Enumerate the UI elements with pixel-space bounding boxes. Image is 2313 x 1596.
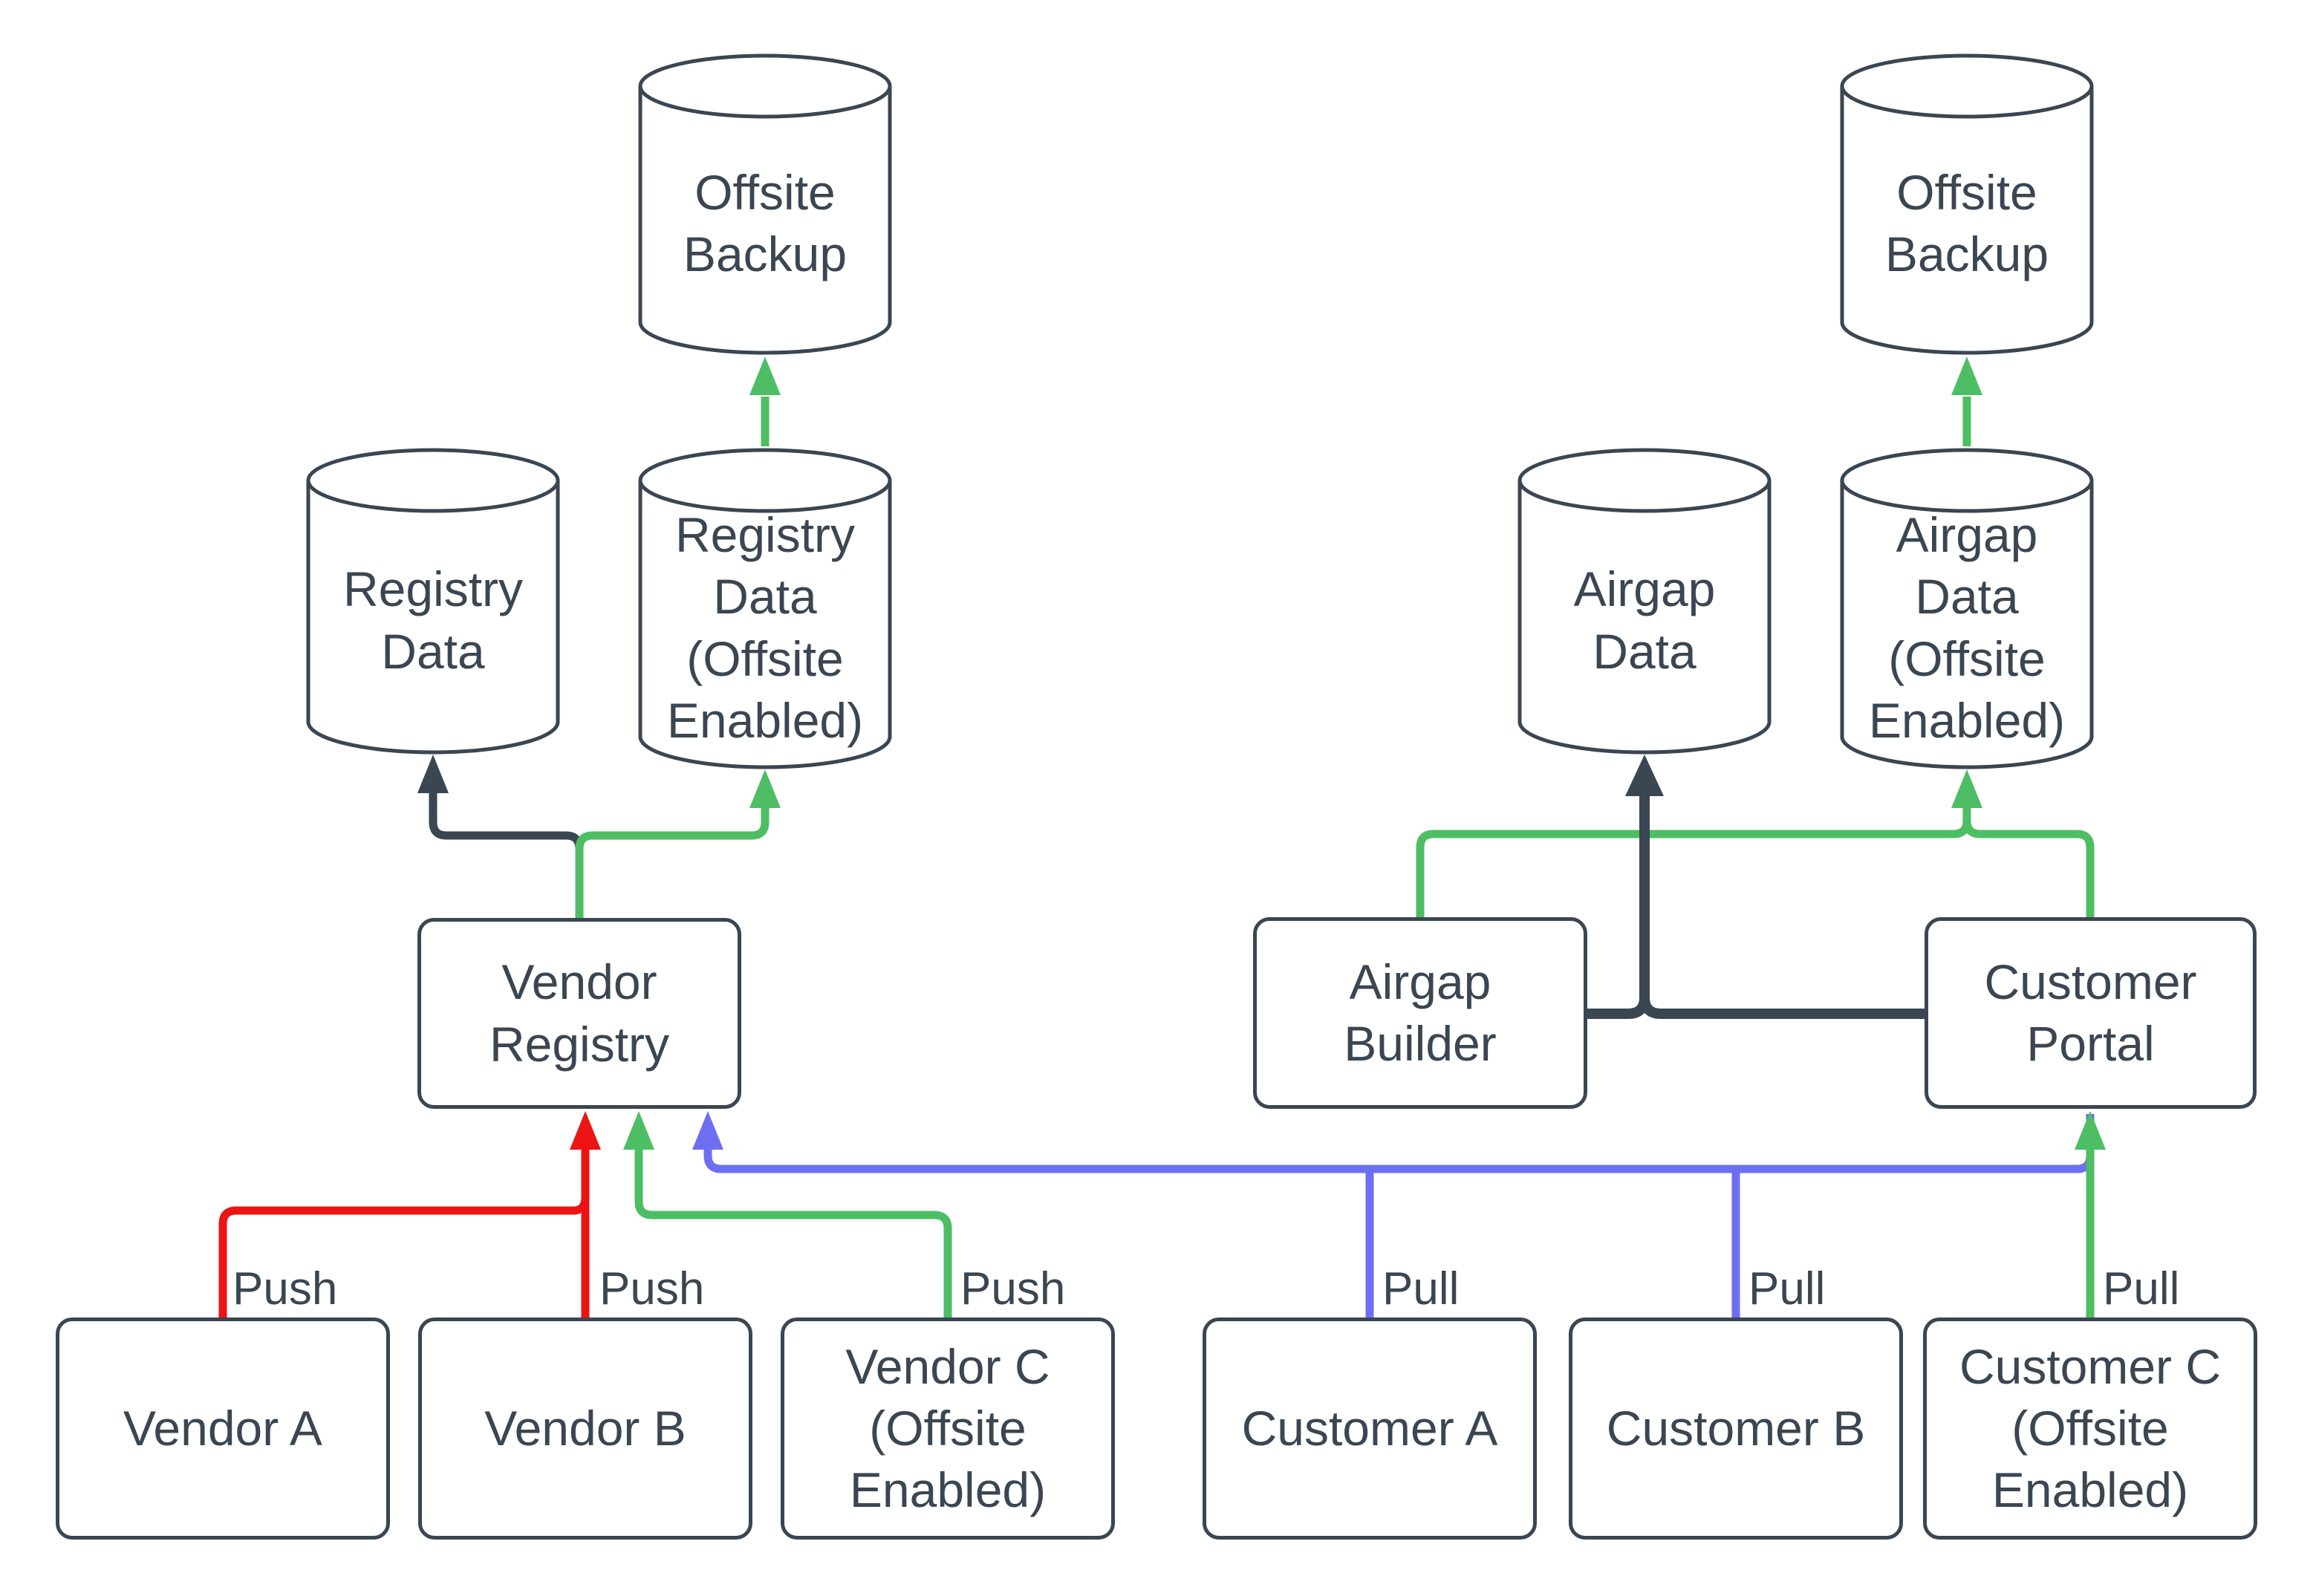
vendor-a-label: Vendor A — [123, 1400, 322, 1456]
arrowhead-into-airgap-data — [1625, 755, 1664, 796]
node-customer-b: Customer B — [1569, 1317, 1903, 1540]
vendor-registry-label: Vendor Registry — [489, 954, 670, 1072]
node-customer-a: Customer A — [1203, 1317, 1537, 1540]
edge-vendor-registry-to-registry-offsite — [575, 808, 770, 918]
airgap-data-offsite-label: Airgap Data (Offsite Enabled) — [1868, 507, 2066, 748]
node-vendor-registry: Vendor Registry — [417, 918, 741, 1109]
node-vendor-c: Vendor C (Offsite Enabled) — [781, 1317, 1115, 1540]
edge-airgap-builder-to-airgap-data — [1587, 965, 1650, 1019]
customer-portal-label: Customer Portal — [1984, 954, 2197, 1071]
edge-airgap-builder-to-airgap-offsite — [1416, 808, 1971, 917]
vendor-b-label: Vendor B — [484, 1400, 686, 1456]
node-registry-data: Registry Data — [306, 448, 560, 755]
node-registry-data-offsite: Registry Data (Offsite Enabled) — [638, 448, 892, 769]
cylinder-shape — [1517, 448, 1772, 755]
edge-label-pull-customer-a: Pull — [1382, 1263, 1460, 1315]
edge-label-push-vendor-b: Push — [599, 1263, 705, 1315]
offsite-backup-left-label: Offsite Backup — [683, 164, 848, 281]
cylinder-shape — [638, 53, 892, 355]
arrowhead-into-airgap-offsite — [1951, 769, 1982, 808]
edge-label-pull-customer-b: Pull — [1748, 1263, 1826, 1315]
vendor-c-label: Vendor C (Offsite Enabled) — [845, 1338, 1050, 1518]
arrowhead-blue-into-vendor-registry — [692, 1111, 723, 1150]
node-offsite-backup-right: Offsite Backup — [1840, 53, 2094, 355]
edge-customer-portal-to-airgap-data — [1639, 796, 1925, 1019]
arrowhead-green-into-vendor-registry — [623, 1111, 654, 1150]
node-airgap-builder: Airgap Builder — [1253, 917, 1587, 1109]
arrowhead-into-registry-offsite — [749, 769, 781, 808]
node-offsite-backup-left: Offsite Backup — [638, 53, 892, 355]
edge-label-pull-customer-c: Pull — [2103, 1263, 2180, 1315]
arrowhead-into-registry-data — [417, 755, 449, 793]
customer-c-label: Customer C (Offsite Enabled) — [1959, 1338, 2222, 1518]
node-airgap-data: Airgap Data — [1517, 448, 1772, 755]
cylinder-shape — [306, 448, 560, 755]
registry-data-offsite-label: Registry Data (Offsite Enabled) — [666, 507, 864, 748]
cylinder-shape — [1840, 448, 2094, 769]
arrowhead-into-offsite-backup-right — [1951, 356, 1982, 395]
node-vendor-a: Vendor A — [56, 1317, 390, 1540]
customer-a-label: Customer A — [1241, 1400, 1498, 1456]
node-vendor-b: Vendor B — [418, 1317, 752, 1540]
edge-vendor-c-push — [634, 1150, 952, 1317]
airgap-data-label: Airgap Data — [1573, 561, 1716, 679]
edge-label-push-vendor-c: Push — [960, 1263, 1066, 1315]
arrowhead-into-offsite-backup-left — [749, 356, 781, 395]
airgap-builder-label: Airgap Builder — [1344, 954, 1497, 1071]
arrowhead-red-into-vendor-registry — [570, 1111, 601, 1150]
arrowhead-into-customer-portal — [2075, 1111, 2106, 1150]
edge-label-push-vendor-a: Push — [232, 1263, 338, 1315]
node-customer-portal: Customer Portal — [1925, 917, 2257, 1109]
cylinder-shape — [1840, 53, 2094, 355]
edge-customer-portal-to-vendor-registry — [703, 1114, 2095, 1173]
cylinder-shape — [638, 448, 892, 769]
edge-customer-portal-to-airgap-offsite — [1962, 808, 2095, 917]
node-customer-c: Customer C (Offsite Enabled) — [1923, 1317, 2257, 1540]
customer-b-label: Customer B — [1606, 1400, 1866, 1456]
offsite-backup-right-label: Offsite Backup — [1884, 164, 2049, 281]
node-airgap-data-offsite: Airgap Data (Offsite Enabled) — [1840, 448, 2094, 769]
registry-data-label: Registry Data — [342, 561, 524, 679]
edge-vendor-registry-to-registry-data — [429, 793, 584, 918]
